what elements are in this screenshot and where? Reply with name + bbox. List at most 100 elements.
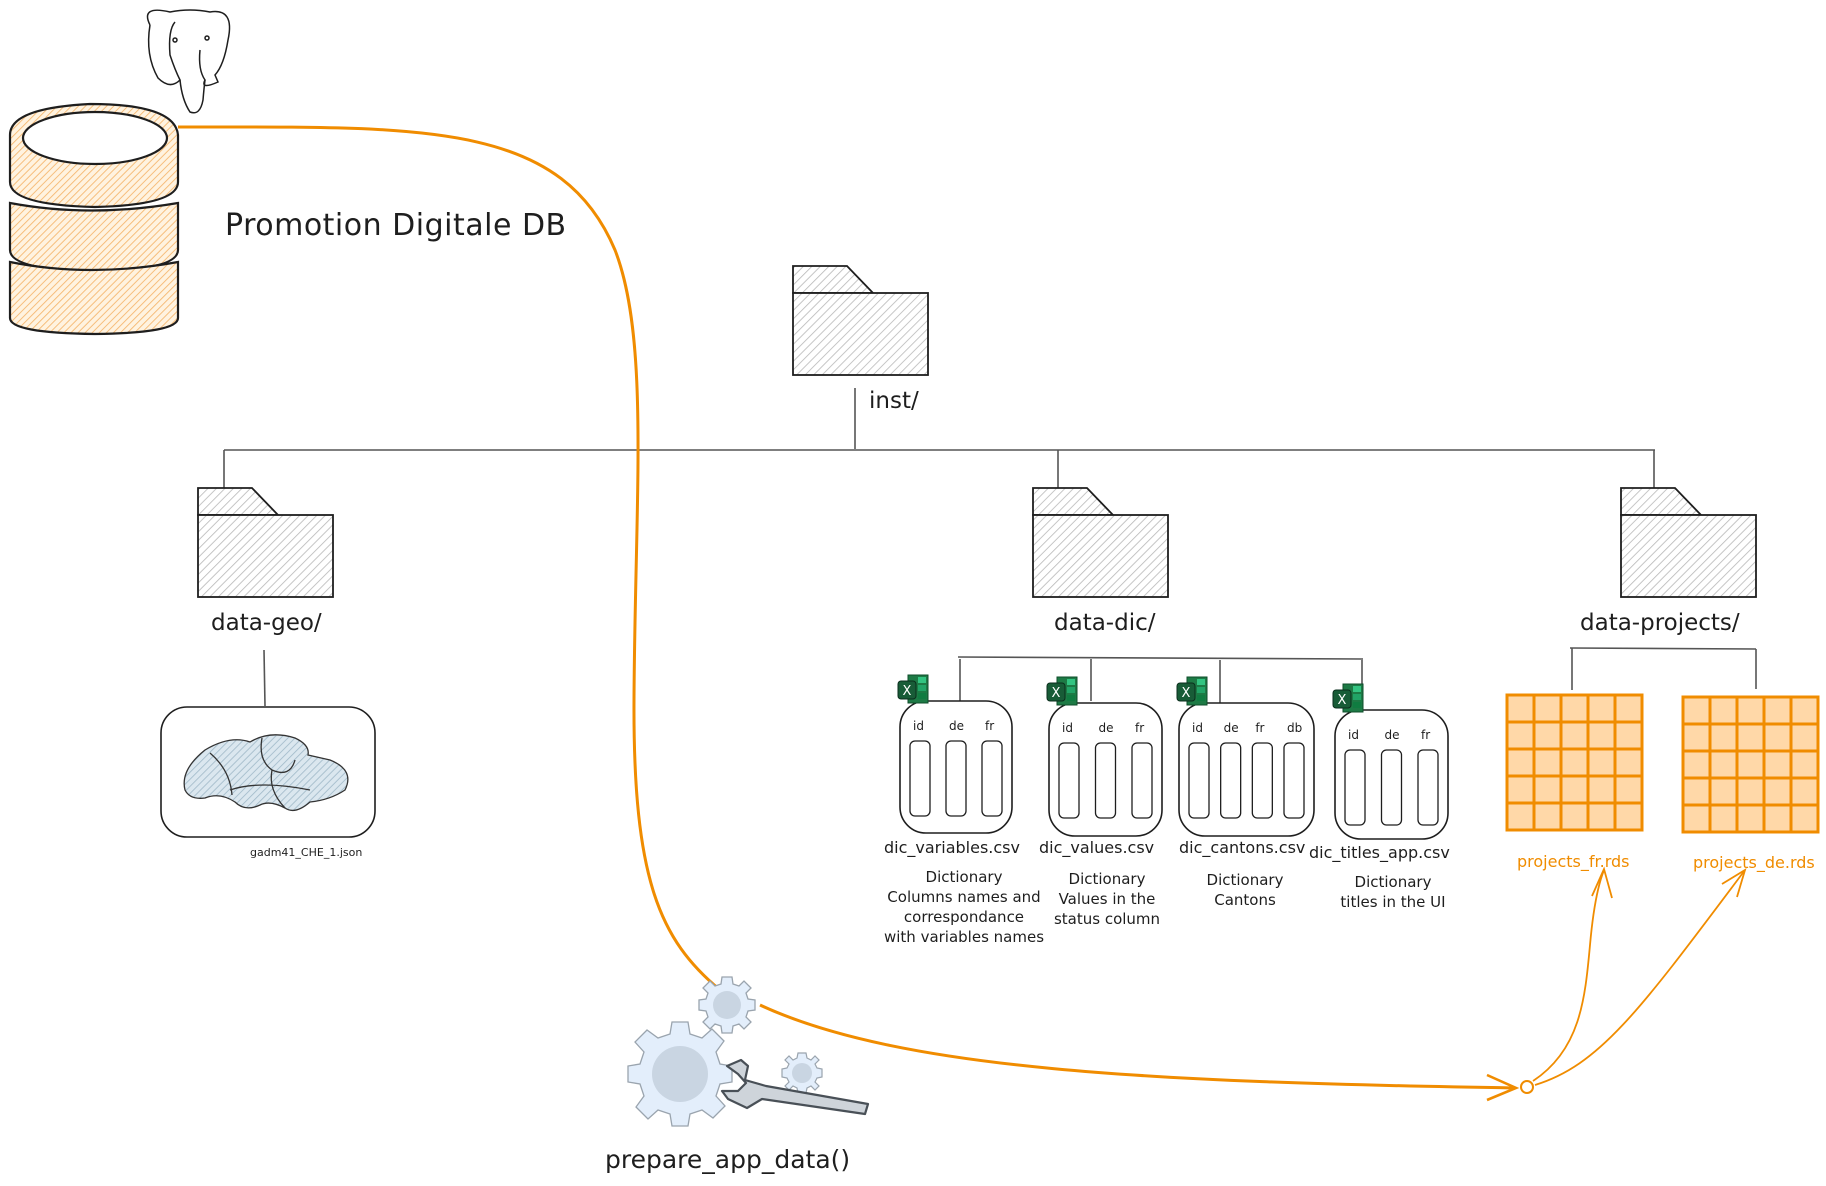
- rds-table-icon[interactable]: [1681, 695, 1820, 834]
- grid-cell: [1708, 695, 1739, 726]
- gear-large: [627, 1021, 733, 1127]
- csv-file-description: Dictionary Columns names and corresponda…: [883, 868, 1045, 946]
- column-placeholder: [1188, 742, 1210, 819]
- excel-icon: X: [1176, 676, 1208, 706]
- column-header: id: [1348, 728, 1359, 742]
- column-placeholder: [909, 740, 931, 817]
- grid-cell: [1789, 803, 1820, 834]
- database-cylinder: [8, 102, 180, 336]
- column-placeholder: [1131, 742, 1153, 819]
- grid-cell: [1681, 776, 1712, 807]
- column-header: fr: [1255, 721, 1265, 735]
- column-header: db: [1287, 721, 1303, 735]
- column-header: de: [1384, 728, 1400, 742]
- grid-cell: [1613, 774, 1644, 805]
- column-header: id: [1192, 721, 1203, 735]
- grid-cell: [1708, 776, 1739, 807]
- arrowhead-de: [1721, 868, 1747, 898]
- csv-file-description: Dictionary titles in the UI: [1340, 873, 1446, 911]
- grid-cell: [1681, 749, 1712, 780]
- svg-text:X: X: [1182, 686, 1191, 701]
- folder-label-data-dic: data-dic/: [1054, 610, 1156, 636]
- geojson-file-label: gadm41_CHE_1.json: [250, 846, 363, 859]
- rds-label-fr: projects_fr.rds: [1517, 852, 1630, 871]
- column-header: id: [913, 719, 924, 733]
- rds-label-de: projects_de.rds: [1693, 853, 1815, 872]
- grid-cell: [1708, 803, 1739, 834]
- grid-cell: [1532, 774, 1563, 805]
- grid-cell: [1532, 720, 1563, 751]
- csv-file-label: dic_variables.csv: [884, 838, 1020, 857]
- folder-icon-data-geo[interactable]: [197, 487, 334, 598]
- map-icon: [183, 734, 349, 812]
- junction-node: [1520, 1080, 1534, 1094]
- grid-cell: [1586, 747, 1617, 778]
- column-placeholder: [1380, 749, 1403, 826]
- grid-cell: [1681, 803, 1712, 834]
- csv-file-card[interactable]: X: [897, 674, 1013, 834]
- column-header: de: [949, 719, 964, 733]
- folder-icon-data-dic[interactable]: [1032, 487, 1169, 598]
- gear-medium: [698, 976, 756, 1034]
- column-header: de: [1223, 721, 1239, 735]
- excel-icon: X: [1332, 683, 1364, 713]
- folder-icon-inst[interactable]: [792, 265, 929, 376]
- flow-junction-to-de: [1534, 869, 1746, 1086]
- column-placeholder: [945, 740, 967, 817]
- column-placeholder: [1251, 742, 1273, 819]
- gears-wrench-icon[interactable]: [627, 976, 870, 1127]
- grid-cell: [1681, 695, 1712, 726]
- csv-file-description: Dictionary Cantons: [1206, 871, 1284, 909]
- grid-cell: [1532, 747, 1563, 778]
- grid-cell: [1559, 693, 1590, 724]
- svg-text:X: X: [1052, 686, 1061, 701]
- grid-cell: [1735, 776, 1766, 807]
- column-placeholder: [1417, 749, 1439, 826]
- column-header: id: [1062, 721, 1073, 735]
- excel-icon: X: [897, 674, 929, 704]
- grid-cell: [1505, 747, 1536, 778]
- grid-cell: [1681, 722, 1712, 753]
- grid-cell: [1505, 774, 1536, 805]
- grid-cell: [1586, 801, 1617, 832]
- rds-table-icon[interactable]: [1505, 693, 1644, 832]
- folder-label-data-geo: data-geo/: [211, 610, 322, 636]
- csv-file-card[interactable]: X: [1046, 676, 1163, 837]
- csv-file-label: dic_cantons.csv: [1179, 838, 1306, 857]
- arrowhead-junction: [1486, 1073, 1520, 1102]
- excel-icon: X: [1046, 676, 1078, 706]
- column-header: fr: [985, 719, 995, 733]
- folder-icon-data-projects[interactable]: [1620, 487, 1757, 598]
- column-placeholder: [1094, 742, 1117, 819]
- grid-cell: [1708, 749, 1739, 780]
- column-placeholder: [1283, 742, 1305, 819]
- data-flow-arrows: [177, 125, 1747, 1102]
- postgresql-elephant-icon: [146, 9, 231, 114]
- column-header: fr: [1421, 728, 1431, 742]
- grid-cell: [1586, 720, 1617, 751]
- arrowhead-fr: [1591, 866, 1613, 899]
- grid-cell: [1613, 693, 1644, 724]
- grid-cell: [1708, 722, 1739, 753]
- geojson-file-card[interactable]: [160, 706, 376, 838]
- grid-cell: [1735, 695, 1766, 726]
- tree-connectors: [223, 388, 1757, 708]
- csv-file-card[interactable]: X: [1332, 683, 1449, 840]
- grid-cell: [1586, 693, 1617, 724]
- db-top-ellipse: [21, 110, 169, 166]
- csv-file-label: dic_values.csv: [1039, 838, 1155, 857]
- grid-cell: [1559, 774, 1590, 805]
- grid-cell: [1762, 776, 1793, 807]
- process-label: prepare_app_data(): [605, 1145, 851, 1174]
- grid-cell: [1559, 747, 1590, 778]
- grid-cell: [1613, 747, 1644, 778]
- svg-text:X: X: [1338, 693, 1347, 708]
- grid-cell: [1762, 695, 1793, 726]
- grid-cell: [1613, 801, 1644, 832]
- grid-cell: [1789, 695, 1820, 726]
- grid-cell: [1532, 693, 1563, 724]
- column-placeholder: [981, 740, 1003, 817]
- grid-cell: [1586, 774, 1617, 805]
- csv-file-card[interactable]: X: [1176, 676, 1315, 837]
